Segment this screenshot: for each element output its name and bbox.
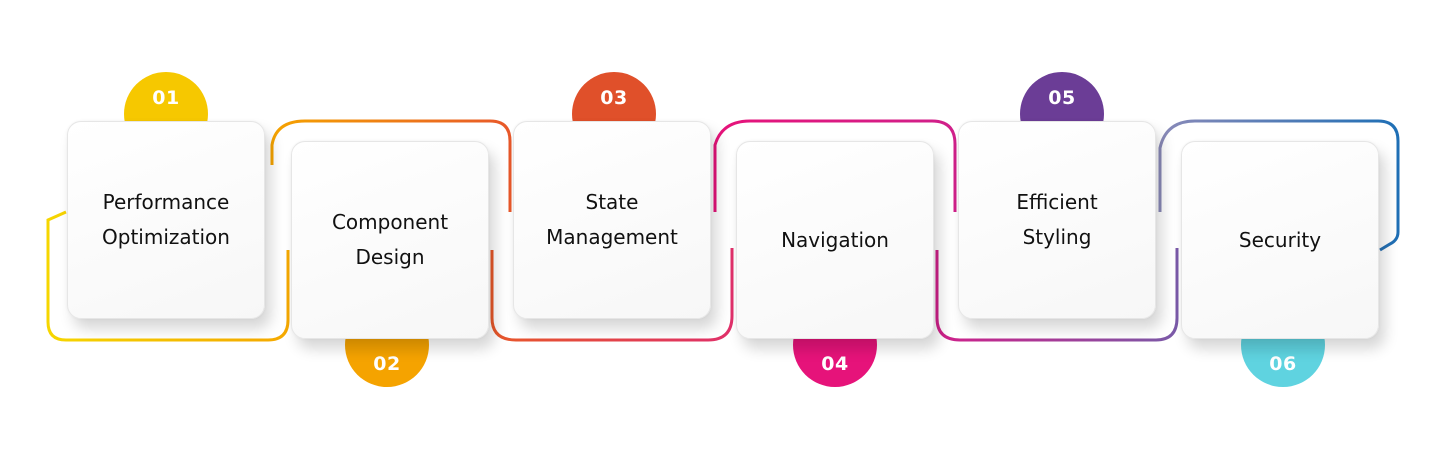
step-card: Security <box>1181 141 1379 339</box>
connector-6 <box>1158 119 1400 252</box>
step-number: 04 <box>821 353 849 375</box>
step-card: State Management <box>513 121 711 319</box>
step-label: Performance Optimization <box>102 190 230 249</box>
step-number: 05 <box>1048 87 1076 109</box>
step-label: Navigation <box>781 227 889 252</box>
step-label: Efficient Styling <box>1016 190 1098 249</box>
step-number: 02 <box>373 353 401 375</box>
connector-5 <box>935 248 1179 342</box>
step-label: State Management <box>546 190 678 249</box>
step-number: 03 <box>600 87 628 109</box>
step-label: Component Design <box>331 210 449 269</box>
connector-1 <box>46 210 290 342</box>
step-number: 06 <box>1269 353 1297 375</box>
step-card: Navigation <box>736 141 934 339</box>
connector-3 <box>490 248 734 342</box>
step-number: 01 <box>152 87 180 109</box>
step-card: Performance Optimization <box>67 121 265 319</box>
connector-4 <box>713 119 957 212</box>
step-card: Efficient Styling <box>958 121 1156 319</box>
step-label: Security <box>1238 227 1322 252</box>
step-card: Component Design <box>291 141 489 339</box>
connector-2 <box>270 119 512 212</box>
